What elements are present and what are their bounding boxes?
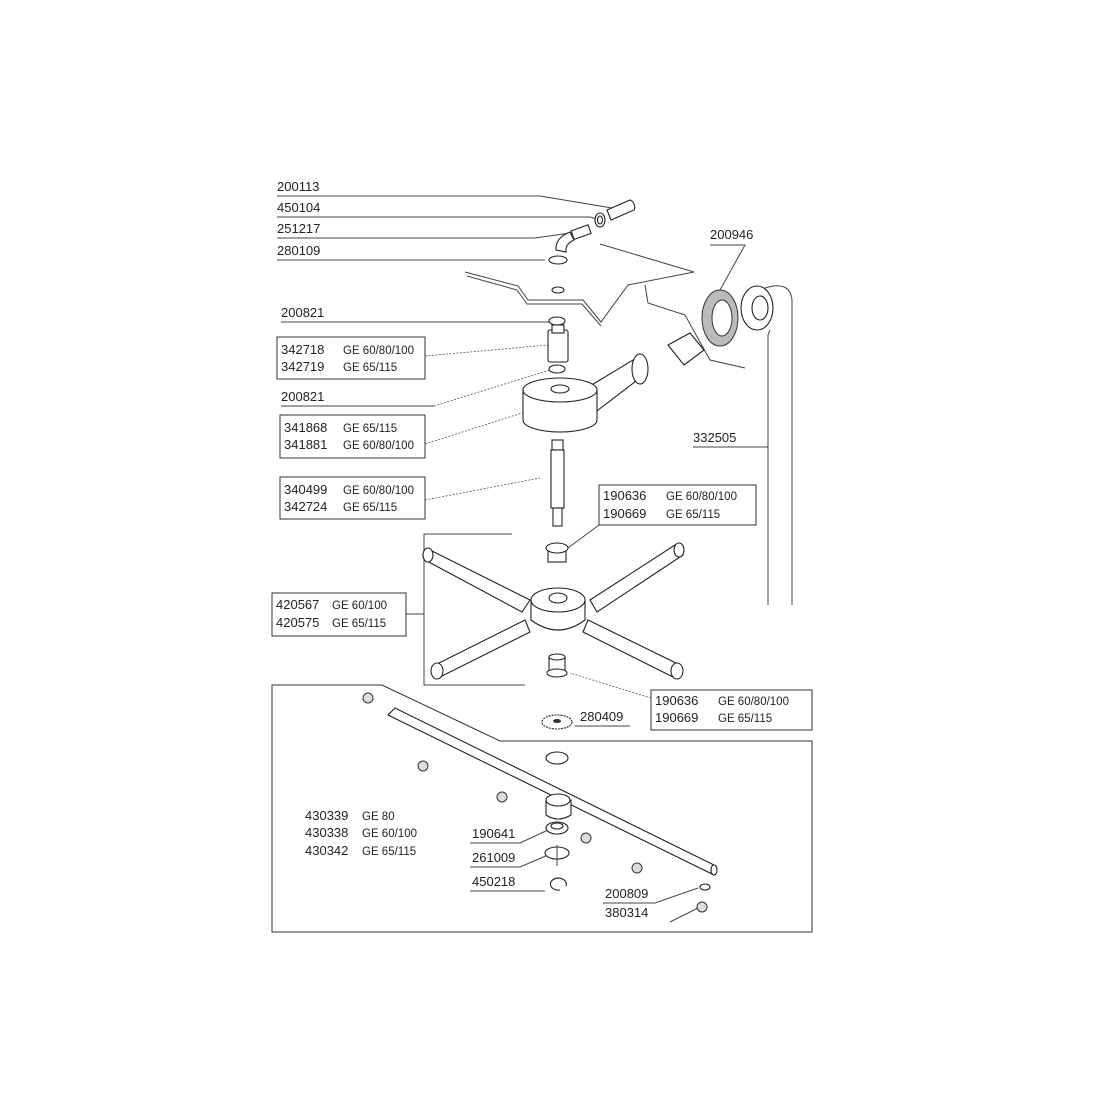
svg-text:430339: 430339	[305, 808, 348, 823]
label-280409: 280409	[575, 709, 630, 727]
svg-text:450218: 450218	[472, 874, 515, 889]
label-box-341868: 341868 GE 65/115 341881 GE 60/80/100	[279, 411, 526, 459]
svg-text:190641: 190641	[472, 826, 515, 841]
svg-text:200809: 200809	[605, 886, 648, 901]
tube-332505	[740, 285, 793, 605]
label-box-420567: 420567 GE 60/100 420575 GE 65/115	[271, 533, 525, 686]
svg-text:280109: 280109	[277, 243, 320, 258]
label-200821-lower: 200821	[281, 369, 551, 407]
svg-text:GE 65/115: GE 65/115	[343, 423, 397, 435]
svg-text:420575: 420575	[276, 615, 319, 630]
svg-text:GE 65/115: GE 65/115	[332, 618, 386, 630]
svg-text:GE 65/115: GE 65/115	[343, 502, 397, 514]
svg-text:450104: 450104	[277, 200, 320, 215]
svg-text:341868: 341868	[284, 420, 327, 435]
label-251217: 251217	[277, 221, 571, 239]
svg-text:261009: 261009	[472, 850, 515, 865]
label-box-190636-lower: 190636 GE 60/80/100 190669 GE 65/115	[569, 672, 813, 731]
svg-text:GE 60/100: GE 60/100	[332, 600, 387, 612]
bushing-190636-lower	[546, 653, 568, 678]
mounting-plate	[464, 243, 746, 369]
shaft-340499	[550, 439, 565, 527]
gear-280409	[541, 714, 573, 730]
label-box-340499: 340499 GE 60/80/100 342724 GE 65/115	[279, 476, 541, 520]
svg-text:GE 60/80/100: GE 60/80/100	[343, 440, 414, 452]
svg-text:GE 60/80/100: GE 60/80/100	[343, 345, 414, 357]
svg-text:251217: 251217	[277, 221, 320, 236]
disc-261009	[544, 845, 570, 866]
label-200113: 200113	[277, 179, 613, 209]
label-261009: 261009	[470, 850, 549, 868]
svg-text:342719: 342719	[281, 359, 324, 374]
gasket-200946	[701, 289, 739, 347]
label-380314: 380314	[605, 905, 699, 923]
nut-450104	[594, 212, 606, 228]
svg-text:341881: 341881	[284, 437, 327, 452]
label-box-190636-upper: 190636 GE 60/80/100 190669 GE 65/115	[567, 484, 757, 549]
label-box-342718: 342718 GE 60/80/100 342719 GE 65/115	[276, 336, 549, 380]
svg-text:GE 60/80/100: GE 60/80/100	[718, 696, 789, 708]
connector-342718	[547, 324, 569, 363]
svg-text:200113: 200113	[277, 179, 319, 194]
clip-450218	[549, 877, 567, 891]
label-450218: 450218	[470, 874, 545, 892]
fitting-251217	[570, 224, 592, 241]
flange-plate	[667, 332, 705, 366]
svg-text:190669: 190669	[603, 506, 646, 521]
lower-assembly-frame	[271, 684, 813, 933]
svg-text:190636: 190636	[655, 693, 698, 708]
svg-text:430338: 430338	[305, 825, 348, 840]
svg-text:GE 65/115: GE 65/115	[343, 362, 397, 374]
svg-text:GE 60/100: GE 60/100	[362, 828, 417, 840]
elbow-280109	[548, 231, 575, 265]
svg-text:342724: 342724	[284, 499, 327, 514]
svg-text:332505: 332505	[693, 430, 736, 445]
svg-text:GE 60/80/100: GE 60/80/100	[666, 491, 737, 503]
label-200809: 200809	[603, 886, 699, 904]
o-ring-200821-upper	[548, 316, 566, 326]
o-ring-200809	[699, 883, 711, 891]
label-190641: 190641	[470, 826, 549, 844]
lower-spray-arm-430339	[362, 692, 718, 913]
svg-text:GE 80: GE 80	[362, 811, 395, 823]
hose-200113	[606, 199, 636, 221]
bushing-190636-upper	[545, 542, 569, 563]
svg-text:380314: 380314	[605, 905, 648, 920]
hub-341868	[522, 353, 649, 433]
svg-text:GE 65/115: GE 65/115	[362, 846, 416, 858]
svg-text:GE 65/115: GE 65/115	[666, 509, 720, 521]
spray-arm-420567	[422, 542, 685, 680]
label-200821-upper: 200821	[281, 305, 550, 323]
svg-text:GE 65/115: GE 65/115	[718, 713, 772, 725]
svg-text:GE 60/80/100: GE 60/80/100	[343, 485, 414, 497]
label-280109: 280109	[277, 243, 545, 261]
svg-text:200821: 200821	[281, 305, 324, 320]
o-ring-200821-lower	[548, 364, 566, 374]
svg-text:200946: 200946	[710, 227, 753, 242]
svg-text:200821: 200821	[281, 389, 324, 404]
svg-text:280409: 280409	[580, 709, 623, 724]
svg-text:190636: 190636	[603, 488, 646, 503]
label-200946: 200946	[710, 227, 753, 291]
bushing-190641	[545, 821, 569, 835]
svg-text:430342: 430342	[305, 843, 348, 858]
label-450104: 450104	[277, 200, 601, 221]
svg-text:420567: 420567	[276, 597, 319, 612]
svg-text:190669: 190669	[655, 710, 698, 725]
svg-text:340499: 340499	[284, 482, 327, 497]
svg-text:342718: 342718	[281, 342, 324, 357]
label-group-430339: 430339 GE 80 430338 GE 60/100 430342 GE …	[305, 808, 417, 858]
label-332505: 332505	[693, 430, 768, 448]
